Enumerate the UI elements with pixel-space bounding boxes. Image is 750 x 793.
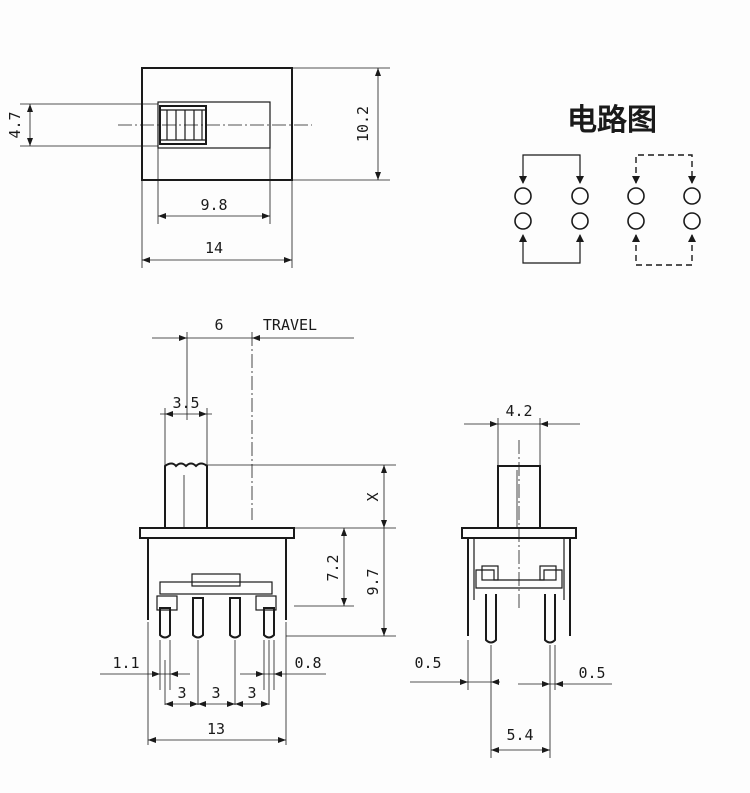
dim-side-pin-right: 0.5 [578, 664, 605, 682]
contact-circle [571, 212, 589, 230]
side-view: 4.2 0.5 0.5 5.4 [410, 402, 612, 758]
dim-pin-left: 1.1 [112, 654, 139, 672]
dim-pitch-1: 3 [177, 684, 186, 702]
dim-knob-height: 4.7 [6, 111, 24, 138]
contact-circle [627, 187, 645, 205]
contact-circle [514, 187, 532, 205]
dim-9-7: 9.7 [364, 568, 382, 595]
front-view-pin [192, 597, 204, 639]
dim-side-knob: 4.2 [505, 402, 532, 420]
side-view-pin [485, 594, 497, 644]
dim-pitch-2: 3 [211, 684, 220, 702]
dim-knob-width: 3.5 [172, 394, 199, 412]
front-view-pin [263, 607, 275, 639]
top-view-body [141, 67, 293, 181]
contact-circle [683, 187, 701, 205]
dim-total-width: 13 [207, 720, 225, 738]
dim-travel-label: TRAVEL [263, 316, 317, 334]
front-view: 6 TRAVEL 3.5 X 7.2 [100, 316, 396, 745]
dim-body-height: 10.2 [354, 106, 372, 142]
dim-pitch-3: 3 [247, 684, 256, 702]
dim-body-width: 14 [205, 239, 223, 257]
dim-side-span: 5.4 [506, 726, 533, 744]
contact-circle [514, 212, 532, 230]
circuit-title: 电路图 [567, 103, 657, 138]
side-view-pin [544, 594, 556, 644]
side-view-cover [461, 527, 577, 539]
circuit-diagram: 电路图 [514, 103, 701, 266]
dim-x: X [364, 492, 382, 501]
dim-7-2: 7.2 [324, 554, 342, 581]
contact-circle [571, 187, 589, 205]
dim-travel-value: 6 [214, 316, 223, 334]
front-view-knob [164, 462, 208, 528]
dim-slot-width: 9.8 [200, 196, 227, 214]
dim-pin-right: 0.8 [294, 654, 321, 672]
dim-side-pin-left: 0.5 [414, 654, 441, 672]
contact-circle [627, 212, 645, 230]
front-view-pin [159, 607, 171, 639]
front-view-cover [139, 527, 295, 539]
contact-circle [683, 212, 701, 230]
top-view: 4.7 10.2 9.8 14 [6, 67, 390, 268]
front-view-pin [229, 597, 241, 639]
